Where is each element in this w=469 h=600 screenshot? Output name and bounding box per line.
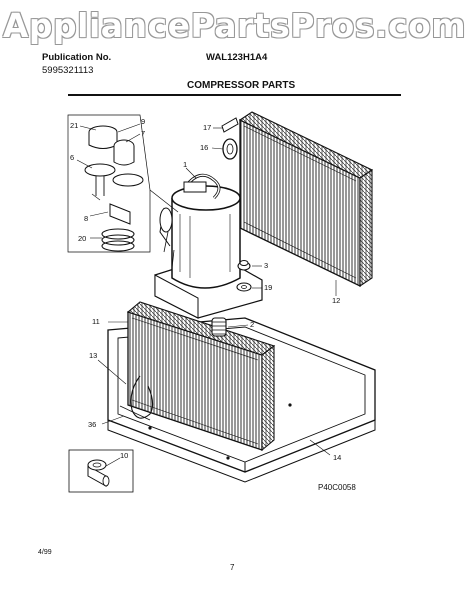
- mount-spring: [211, 317, 227, 337]
- publication-label: Publication No.: [42, 52, 112, 63]
- callout-10: 10: [120, 451, 128, 460]
- callout-12: 12: [332, 296, 340, 305]
- callout-3: 3: [264, 261, 268, 270]
- section-title: COMPRESSOR PARTS: [187, 80, 296, 91]
- callout-16: 16: [200, 143, 208, 152]
- diagram-code: P40C0058: [318, 483, 356, 492]
- grommet-and-washer: [236, 260, 252, 292]
- publication-number: 5995321113: [42, 65, 94, 76]
- page-number: 7: [230, 563, 235, 572]
- evaporator-coil: [238, 111, 374, 288]
- callout-6: 6: [70, 153, 74, 162]
- model-number: WAL123H1A4: [206, 52, 268, 63]
- callout-labels: 21 9 7 6 8 20 1 17 16 3 19 12 11 2 13 36…: [70, 117, 341, 462]
- title-rule: [68, 94, 401, 96]
- compressor: [159, 173, 241, 289]
- callout-8: 8: [84, 214, 88, 223]
- grommet-part: [221, 117, 239, 160]
- watermark: AppliancePartsPros.com: [2, 6, 467, 45]
- callout-21: 21: [70, 121, 78, 130]
- callout-9: 9: [141, 117, 145, 126]
- callout-19: 19: [264, 283, 272, 292]
- drain-tube: [119, 375, 154, 421]
- callout-36: 36: [88, 420, 96, 429]
- callout-11: 11: [92, 317, 100, 326]
- capacitor-inset: [68, 449, 134, 493]
- callout-13: 13: [89, 351, 97, 360]
- callout-20: 20: [78, 234, 86, 243]
- leader-lines: [76, 123, 337, 467]
- callout-1: 1: [183, 160, 187, 169]
- callout-7: 7: [141, 129, 145, 138]
- callout-17: 17: [203, 123, 211, 132]
- callout-2: 2: [250, 320, 254, 329]
- terminal-inset: [67, 114, 179, 253]
- condenser-coil: [126, 301, 276, 452]
- publication-date: 4/99: [38, 549, 52, 556]
- callout-14: 14: [333, 453, 341, 462]
